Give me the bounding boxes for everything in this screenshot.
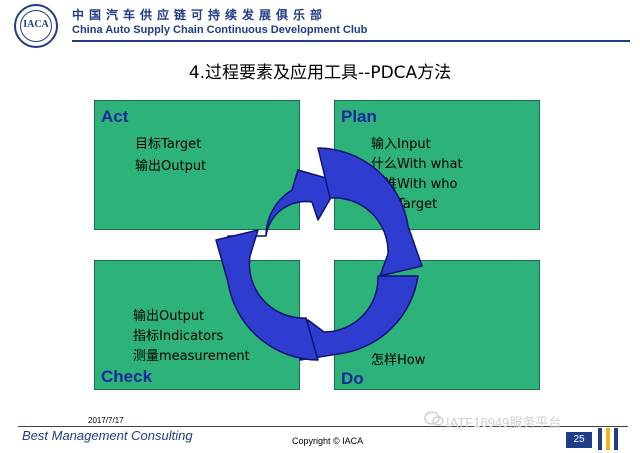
watermark-text: IATF16949服务平台 bbox=[446, 415, 562, 430]
check-item: 指标Indicators bbox=[133, 329, 224, 344]
check-item: 测量measurement bbox=[133, 349, 250, 364]
quadrant-act: Act 目标Target 输出Output bbox=[94, 100, 300, 230]
do-item: 怎样How bbox=[371, 353, 426, 368]
footer-copyright: Copyright © IACA bbox=[292, 436, 364, 446]
quadrant-title-act: Act bbox=[101, 107, 129, 126]
header-rule bbox=[72, 40, 630, 42]
plan-item: 与谁With who bbox=[371, 177, 458, 192]
act-item: 输出Output bbox=[135, 159, 207, 174]
quadrant-check: 输出Output 指标Indicators 测量measurement Chec… bbox=[94, 260, 300, 390]
check-item: 输出Output bbox=[133, 309, 205, 324]
org-name-english: China Auto Supply Chain Continuous Devel… bbox=[72, 24, 368, 36]
org-name-chinese: 中国汽车供应链可持续发展俱乐部 bbox=[72, 8, 328, 22]
logo-ring bbox=[20, 10, 52, 42]
plan-item: 输入Input bbox=[371, 137, 431, 152]
quadrant-plan: Plan 输入Input 什么With what 与谁With who 目标Ta… bbox=[334, 100, 540, 230]
footer-date: 2017/7/17 bbox=[88, 416, 124, 425]
footer-rule bbox=[18, 426, 628, 427]
quadrant-title-check: Check bbox=[101, 367, 153, 386]
footer-company: Best Management Consulting bbox=[22, 428, 193, 443]
quadrant-do: 怎样How Do bbox=[334, 260, 540, 390]
logo-text: IACA bbox=[23, 19, 49, 30]
footer-bars-icon bbox=[598, 428, 628, 450]
quadrant-title-do: Do bbox=[341, 369, 364, 388]
act-item: 目标Target bbox=[135, 137, 202, 152]
wechat-icon bbox=[424, 411, 444, 426]
iaca-logo: IACA bbox=[14, 4, 58, 48]
quadrant-title-plan: Plan bbox=[341, 107, 377, 126]
plan-item: 目标Target bbox=[371, 197, 438, 212]
page-number: 25 bbox=[566, 432, 592, 448]
slide-title: 4.过程要素及应用工具--PDCA方法 bbox=[188, 63, 452, 83]
plan-item: 什么With what bbox=[371, 157, 463, 172]
